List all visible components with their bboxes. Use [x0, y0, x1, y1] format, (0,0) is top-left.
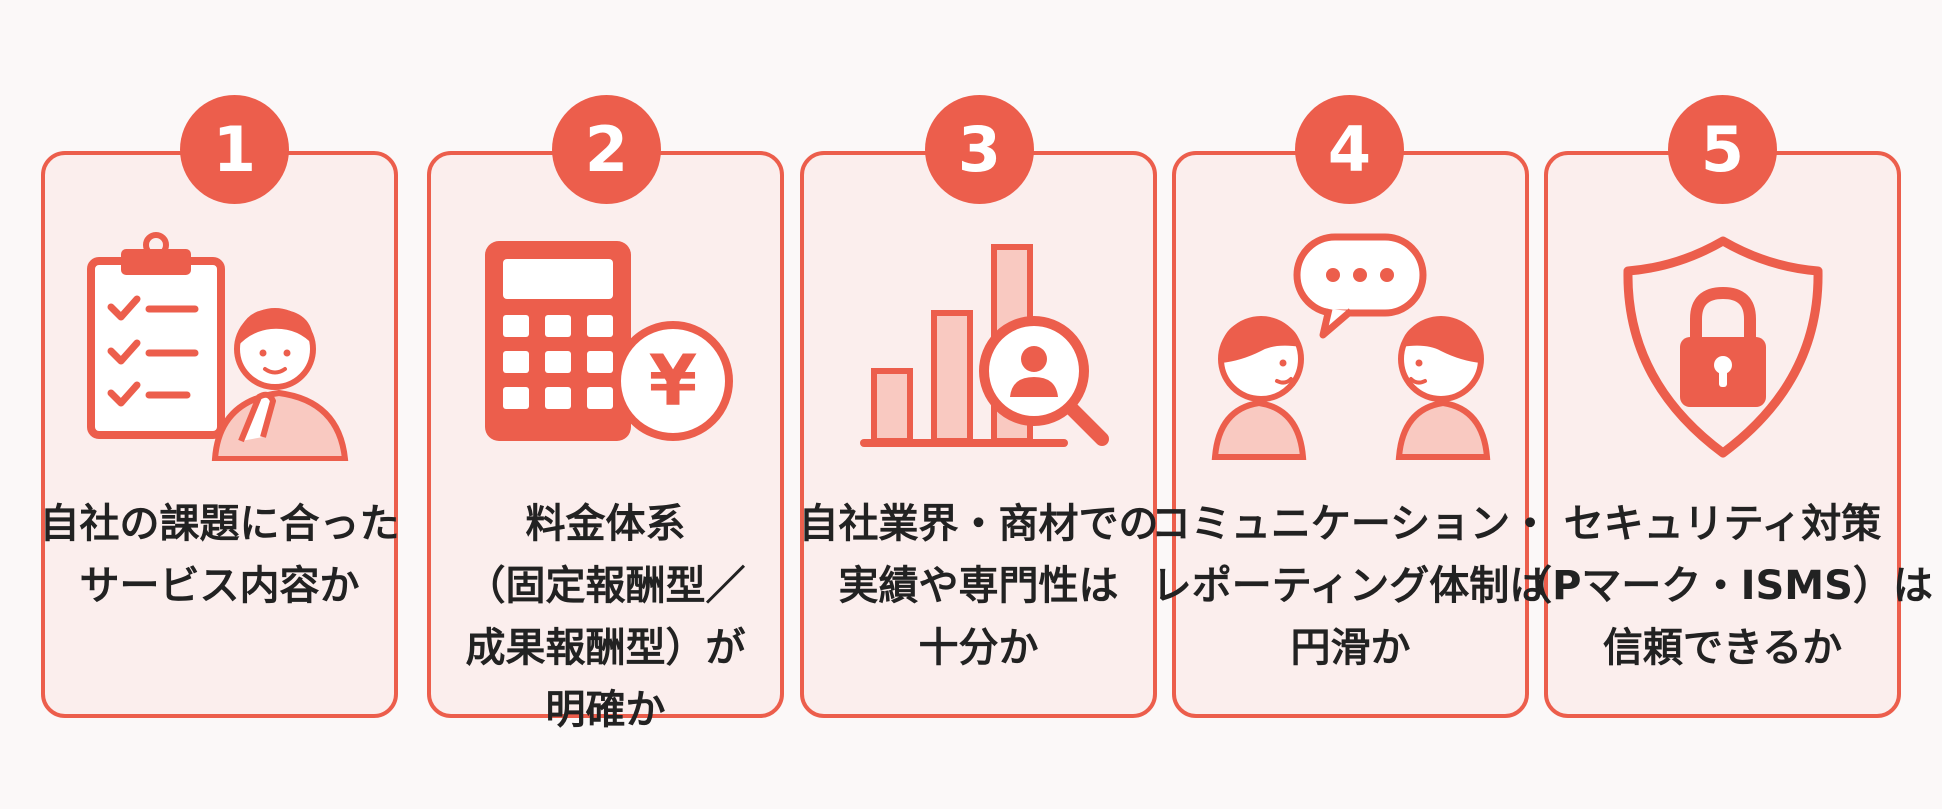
- step-number-1: 1: [180, 95, 289, 204]
- caption-line: サービス内容か: [79, 563, 360, 609]
- caption-line: 信頼できるか: [1602, 625, 1843, 671]
- caption-line: 料金体系: [525, 501, 686, 547]
- step-card-4: コミュニケーション・ レポーティング体制は 円滑か: [1151, 151, 1550, 718]
- step-number-5: 5: [1668, 95, 1777, 204]
- caption-line: コミュニケーション・: [1150, 501, 1551, 547]
- step-card-3: 自社業界・商材での 実績や専門性は 十分か: [799, 151, 1159, 718]
- step-card-2: ¥ 料金体系 （固定報酬型／ 成果報酬型）が 明確か: [427, 151, 784, 733]
- step-number-4: 4: [1295, 95, 1404, 204]
- caption-line: 十分か: [918, 625, 1039, 671]
- step-caption-1: 自社の課題に合った サービス内容か: [40, 493, 400, 617]
- caption-line: （固定報酬型／: [465, 563, 746, 609]
- step-caption-2: 料金体系 （固定報酬型／ 成果報酬型）が 明確か: [431, 493, 780, 741]
- two-people-conversation-icon: [1201, 231, 1501, 465]
- step-number-2: 2: [552, 95, 661, 204]
- calculator-yen-icon: ¥: [461, 231, 751, 465]
- step-card-1: 自社の課題に合った サービス内容か: [40, 151, 400, 718]
- step-number-3: 3: [925, 95, 1034, 204]
- step-caption-5: セキュリティ対策 （Pマーク・ISMS）は 信頼できるか: [1512, 493, 1933, 679]
- step-caption-4: コミュニケーション・ レポーティング体制は 円滑か: [1151, 493, 1550, 679]
- step-card-5: セキュリティ対策 （Pマーク・ISMS）は 信頼できるか: [1512, 151, 1933, 718]
- caption-line: 明確か: [545, 687, 666, 733]
- security-shield-lock-icon: [1578, 231, 1868, 465]
- caption-line: （Pマーク・ISMS）は: [1512, 563, 1933, 609]
- step-caption-3: 自社業界・商材での 実績や専門性は 十分か: [799, 493, 1159, 679]
- checklist-thinking-person-icon: [75, 231, 365, 465]
- caption-line: 成果報酬型）が: [465, 625, 746, 671]
- caption-line: 自社業界・商材での: [798, 501, 1159, 547]
- caption-line: 実績や専門性は: [838, 563, 1119, 609]
- bar-chart-magnifier-icon: [834, 231, 1124, 465]
- svg-text:¥: ¥: [648, 340, 697, 422]
- caption-line: レポーティング体制は: [1151, 563, 1550, 609]
- caption-line: 円滑か: [1290, 625, 1411, 671]
- caption-line: 自社の課題に合った: [39, 501, 400, 547]
- caption-line: セキュリティ対策: [1563, 501, 1882, 547]
